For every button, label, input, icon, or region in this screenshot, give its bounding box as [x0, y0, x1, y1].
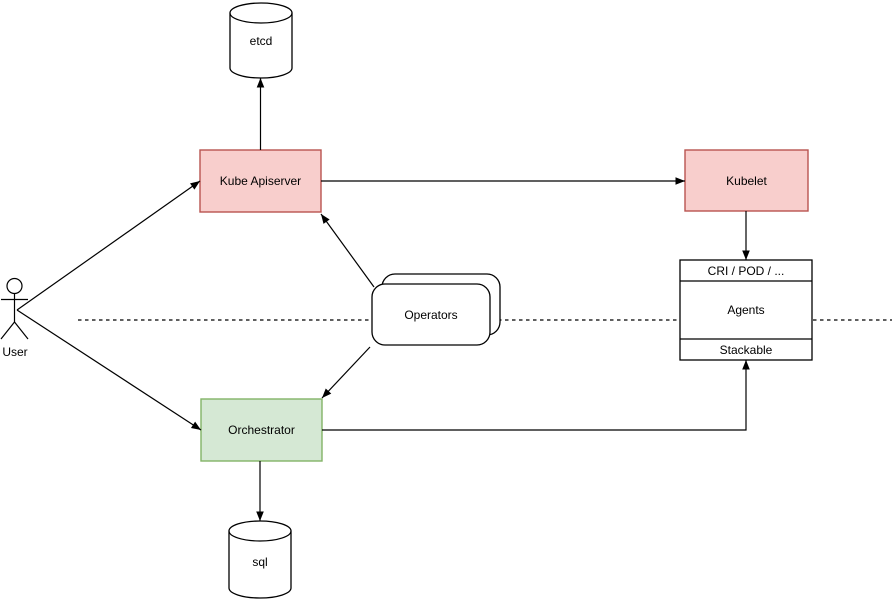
node-etcd: etcd: [229, 2, 293, 79]
kube-apiserver-label: Kube Apiserver: [220, 174, 301, 188]
user-leg-right: [14, 321, 29, 340]
agent-stack-box: [679, 259, 813, 361]
agent-stack-row-stackable: Stackable: [720, 343, 773, 357]
agent-stack-row-cri: CRI / POD / ...: [708, 264, 785, 278]
sql-cylinder-lip: [228, 530, 292, 542]
operators-label: Operators: [404, 308, 457, 322]
etcd-cylinder-lip: [229, 12, 293, 24]
agent-stack-row-agents: Agents: [727, 303, 764, 317]
edge-orchestrator-to-stackable: [322, 360, 750, 431]
node-operators: Operators: [371, 273, 501, 346]
node-kubelet: Kubelet: [684, 149, 809, 212]
edge-user-to-kube-apiserver: [16, 180, 201, 311]
edge-user-to-orchestrator: [16, 309, 202, 431]
user-label: User: [2, 345, 27, 359]
edge-operators-to-kube-apiserver: [320, 213, 375, 288]
user-head: [6, 277, 23, 295]
node-orchestrator: Orchestrator: [200, 398, 323, 462]
kube-apiserver-box: [199, 149, 322, 213]
kubelet-box: [684, 149, 809, 212]
sql-label: sql: [252, 555, 267, 569]
node-user: User: [0, 277, 29, 359]
orchestrator-label: Orchestrator: [228, 423, 295, 437]
node-kube-apiserver: Kube Apiserver: [199, 149, 322, 213]
kubelet-label: Kubelet: [726, 174, 767, 188]
etcd-label: etcd: [250, 34, 273, 48]
node-sql: sql: [228, 520, 292, 599]
operators-front-card: [371, 283, 491, 346]
edge-operators-to-orchestrator: [321, 346, 371, 399]
user-leg-left: [0, 321, 15, 340]
node-agent-stack: CRI / POD / ... Agents Stackable: [679, 259, 813, 361]
